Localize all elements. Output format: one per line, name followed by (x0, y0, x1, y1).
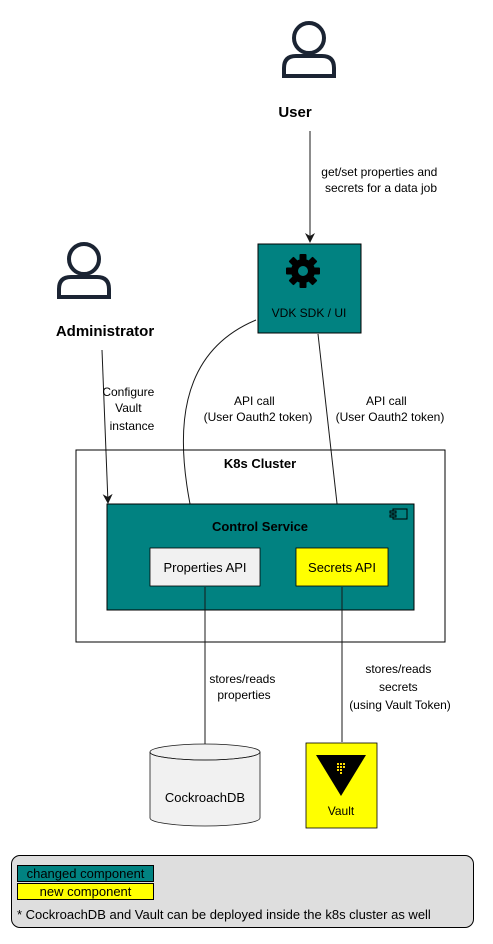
vdk-sdk-node: VDK SDK / UI (257, 243, 362, 334)
vault-logo-icon (316, 755, 366, 796)
person-icon (282, 21, 336, 78)
properties-to-db-label: stores/reads properties (209, 672, 278, 702)
administrator-label: Administrator (56, 323, 155, 340)
secrets-api-label: Secrets API (308, 560, 376, 575)
properties-api-box (149, 547, 261, 587)
database-cylinder-body (149, 752, 261, 827)
vdk-sdk-box (257, 243, 362, 334)
k8s-cluster: K8s Cluster (75, 449, 446, 643)
secrets-api-box (295, 547, 389, 587)
user-label: User (278, 104, 312, 121)
admin-to-control-arrow (101, 349, 113, 504)
vault-node: Vault (305, 742, 378, 829)
properties-api-label: Properties API (163, 560, 246, 575)
cockroachdb-database: CockroachDB (149, 743, 261, 827)
person-icon (57, 242, 111, 299)
legend: changed component new component * Cockro… (11, 855, 474, 928)
secrets-api: Secrets API (295, 547, 389, 587)
vdk-sdk-label: VDK SDK / UI (272, 306, 347, 320)
secrets-to-vault-label: stores/reads secrets (using Vault Token) (349, 662, 451, 712)
legend-changed-component: changed component (17, 865, 154, 882)
sdk-to-properties-label: API call (User Oauth2 token) (204, 394, 313, 424)
legend-note: * CockroachDB and Vault can be deployed … (17, 907, 431, 922)
control-service-label: Control Service (212, 519, 308, 534)
administrator-actor: Administrator (56, 242, 155, 340)
vault-label: Vault (328, 804, 355, 818)
admin-to-control-label: Configure Vault instance (102, 385, 157, 433)
k8s-cluster-box (75, 449, 446, 643)
properties-api: Properties API (149, 547, 261, 587)
user-to-sdk-label: get/set properties and secrets for a dat… (321, 165, 440, 195)
component-icon (389, 508, 408, 520)
k8s-cluster-label: K8s Cluster (224, 456, 296, 471)
sdk-to-secrets-label: API call (User Oauth2 token) (336, 394, 445, 424)
gear-icon (286, 254, 320, 288)
legend-new-component: new component (17, 883, 154, 900)
user-actor: User (278, 21, 336, 121)
control-service: Control Service Properties API Secrets A… (106, 503, 415, 611)
cockroachdb-label: CockroachDB (165, 790, 245, 805)
